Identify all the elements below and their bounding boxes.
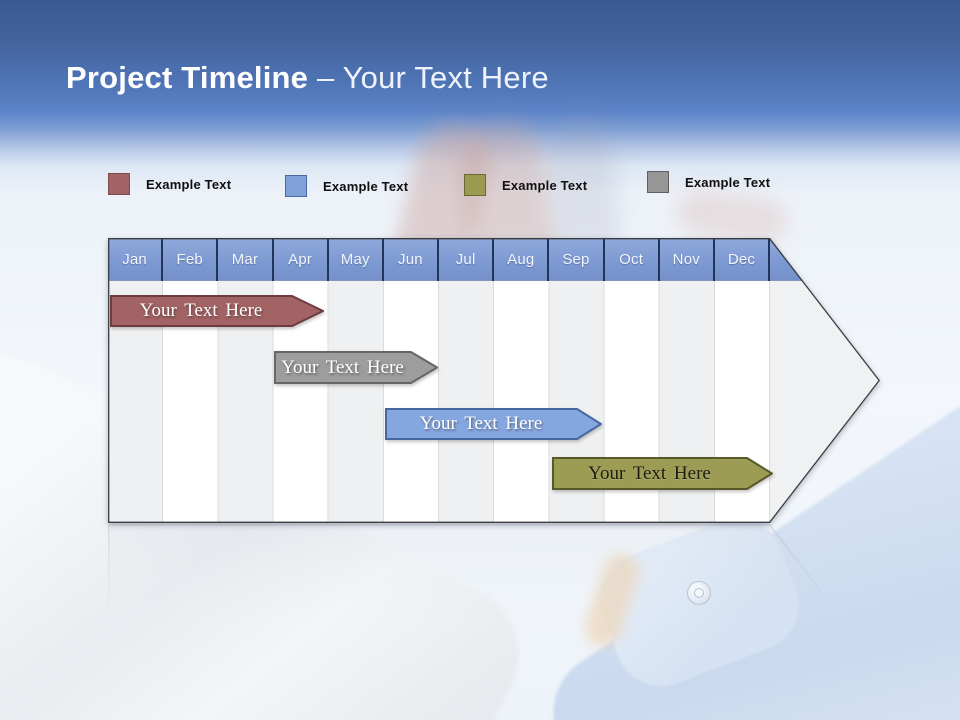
legend-label: Example Text xyxy=(323,178,409,194)
bar-label: Your Text Here xyxy=(419,413,543,434)
timeline-bar: Your Text Here xyxy=(552,457,773,490)
legend-item-blue: Example Text xyxy=(285,174,408,198)
month-cell: Jun xyxy=(384,238,440,281)
title-rest-text: – Your Text Here xyxy=(316,60,549,95)
month-cell: Mar xyxy=(218,238,274,281)
wrist-shape xyxy=(580,548,644,652)
bar-label: Your Text Here xyxy=(281,356,404,378)
month-cell: Feb xyxy=(163,238,219,281)
timeline-bar: Your Text Here xyxy=(274,351,438,384)
month-cell: Dec xyxy=(715,238,771,281)
shirt-cuff-shape xyxy=(585,504,813,700)
legend-label: Example Text xyxy=(502,177,588,193)
month-cell: Apr xyxy=(274,238,329,281)
month-cell: Jul xyxy=(439,238,495,281)
month-cell: May xyxy=(329,238,384,281)
timeline-bar: Your Text Here xyxy=(385,408,602,440)
month-cell: Jan xyxy=(108,238,164,281)
legend-swatch-red xyxy=(108,173,130,195)
shirt-button xyxy=(687,581,711,605)
month-cell: Nov xyxy=(660,238,715,281)
title-bold-text: Project Timeline xyxy=(66,60,309,95)
page-title: Project Timeline – Your Text Here xyxy=(66,58,549,98)
month-cell: Oct xyxy=(605,238,660,281)
bar-label: Your Text Here xyxy=(588,462,711,484)
legend-item-gray: Example Text xyxy=(647,170,770,194)
month-cell: Sep xyxy=(549,238,605,281)
timeline-arrow: Jan Feb Mar Apr May Jun Jul Aug Sep Oct … xyxy=(108,238,880,523)
timeline-bar: Your Text Here xyxy=(110,295,324,327)
legend-swatch-gray xyxy=(647,171,669,193)
timeline-reflection xyxy=(108,524,880,639)
legend-label: Example Text xyxy=(685,174,771,190)
legend-label: Example Text xyxy=(146,176,232,192)
legend-item-red: Example Text xyxy=(108,172,231,196)
legend-item-olive: Example Text xyxy=(464,173,587,197)
bar-label: Your Text Here xyxy=(139,300,263,321)
month-header-band: Jan Feb Mar Apr May Jun Jul Aug Sep Oct … xyxy=(108,238,880,281)
legend-swatch-blue xyxy=(285,175,307,197)
legend-swatch-olive xyxy=(464,174,486,196)
timeline-tip-area xyxy=(770,281,880,523)
month-cell: Aug xyxy=(494,238,550,281)
